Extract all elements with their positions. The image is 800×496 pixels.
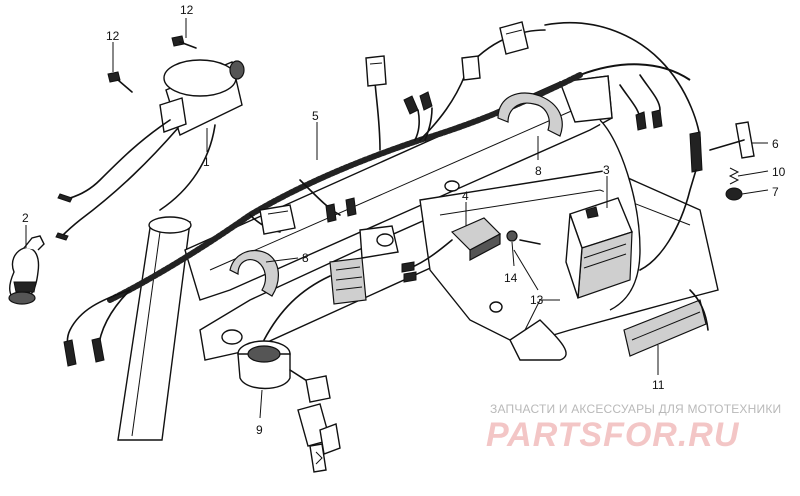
callout-4: 4 — [462, 189, 469, 203]
callout-12-lower: 12 — [106, 29, 120, 43]
callout-10: 10 — [772, 165, 786, 179]
callout-12-upper: 12 — [180, 3, 194, 17]
mounting-bolt-small — [506, 230, 541, 245]
harness-connector-top-2 — [461, 55, 481, 81]
battery — [565, 197, 633, 299]
tool-document-cover — [623, 289, 709, 357]
regulator-relay — [401, 217, 501, 283]
harness-band-upper — [497, 92, 563, 137]
steering-head-tube — [117, 216, 192, 441]
coil-mounting-bolt-lower — [107, 71, 133, 93]
callout-5: 5 — [312, 109, 319, 123]
callout-labels: 12 12 1 2 5 8 8 4 3 6 10 7 14 13 11 9 — [22, 3, 786, 437]
callout-3: 3 — [603, 163, 610, 177]
ignition-switch — [237, 275, 331, 390]
callout-6: 6 — [772, 137, 779, 151]
watermark-caption: ЗАПЧАСТИ И АКСЕССУАРЫ ДЛЯ МОТОТЕХНИКИ — [490, 402, 781, 416]
callout-11: 11 — [652, 378, 665, 392]
watermark-logo: PARTSFOR.RU — [486, 416, 740, 454]
ignition-coil — [55, 59, 245, 241]
fuse-box — [329, 257, 367, 305]
bullet-connectors — [63, 91, 663, 367]
callout-14: 14 — [504, 271, 518, 285]
fuse-spring — [728, 167, 740, 185]
callout-7: 7 — [772, 185, 779, 199]
harness-connector-top-1 — [365, 55, 387, 87]
harness-connector-block-left — [259, 204, 296, 235]
callout-8-lower: 8 — [302, 251, 309, 265]
coil-mounting-bolt-upper — [171, 35, 197, 49]
watermark: ЗАПЧАСТИ И АКСЕССУАРЫ ДЛЯ МОТОТЕХНИКИ PA… — [486, 402, 781, 454]
fuse-holder — [639, 121, 755, 271]
harness-connector-top-3 — [499, 21, 529, 55]
callout-13: 13 — [530, 293, 544, 307]
ignition-keys — [297, 375, 341, 473]
callout-8-upper: 8 — [535, 164, 542, 178]
callout-2: 2 — [22, 211, 29, 225]
callout-1: 1 — [203, 155, 210, 169]
fuse-cap — [725, 187, 743, 201]
spark-plug-cap — [8, 235, 45, 305]
callout-leaders — [25, 18, 769, 419]
callout-9: 9 — [256, 423, 263, 437]
